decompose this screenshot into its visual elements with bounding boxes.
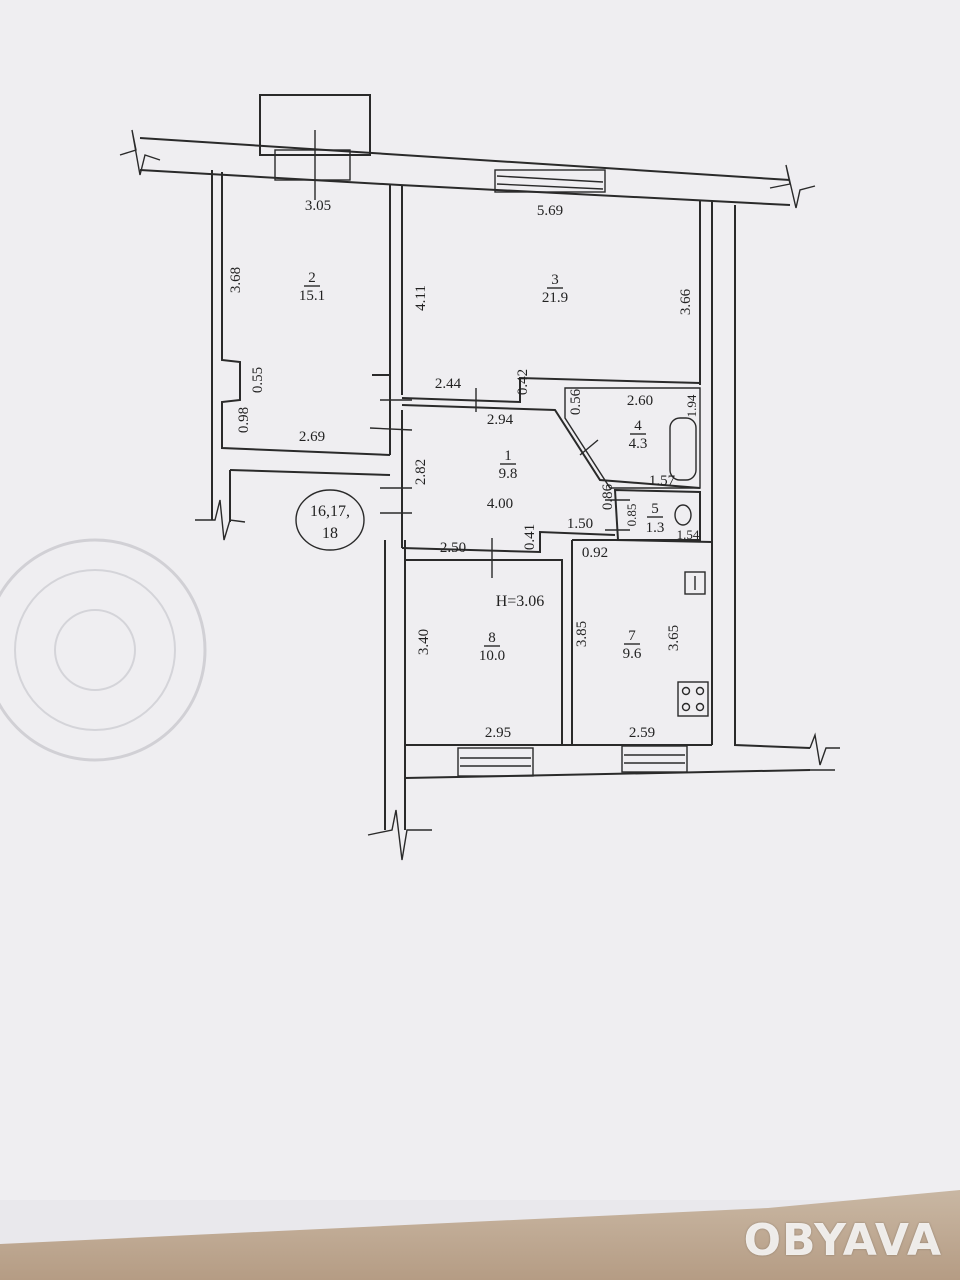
dim-5-69: 5.69 bbox=[537, 203, 563, 219]
entrance-marker: 16,17, 18 bbox=[295, 489, 365, 551]
room-1-label: 19.8 bbox=[499, 448, 518, 482]
entrance-label-line2: 18 bbox=[322, 525, 338, 542]
room-8-area: 10.0 bbox=[479, 648, 505, 664]
interior-walls bbox=[314, 130, 713, 745]
dim-3-68: 3.68 bbox=[228, 267, 244, 293]
room-7-area: 9.6 bbox=[623, 646, 642, 662]
dim-2-94: 2.94 bbox=[487, 412, 514, 428]
room-2-label: 215.1 bbox=[299, 270, 325, 304]
room-5-area: 1.3 bbox=[646, 520, 665, 536]
dim-1-57: 1.57 bbox=[649, 473, 676, 489]
dim-2-82: 2.82 bbox=[413, 459, 429, 485]
dim-0-85: 0.85 bbox=[624, 504, 639, 527]
dim-3-85: 3.85 bbox=[574, 621, 590, 647]
watermark-logo: OBYAVA bbox=[743, 1215, 942, 1266]
dim-0-98: 0.98 bbox=[236, 407, 252, 433]
room-4-number: 4 bbox=[634, 418, 642, 434]
room-2-area: 15.1 bbox=[299, 288, 325, 304]
dim-2-59: 2.59 bbox=[629, 725, 655, 741]
dim-0-41: 0.41 bbox=[522, 524, 538, 550]
dim-2-50: 2.50 bbox=[440, 540, 466, 556]
room-8-number: 8 bbox=[488, 630, 496, 646]
dim-1-94: 1.94 bbox=[684, 394, 699, 417]
dim-0-92: 0.92 bbox=[582, 545, 608, 561]
room-3-area: 21.9 bbox=[542, 290, 568, 306]
ceiling-height-label: H=3.06 bbox=[496, 593, 545, 610]
entrance-label-line1: 16,17, bbox=[310, 503, 350, 520]
dimension-labels: 3.05 5.69 3.68 4.11 3.66 0.55 0.98 2.69 … bbox=[228, 198, 700, 741]
room-2-number: 2 bbox=[308, 270, 316, 286]
dim-3-66: 3.66 bbox=[678, 288, 694, 315]
dim-2-60: 2.60 bbox=[627, 393, 653, 409]
room-8-label: 810.0 bbox=[479, 630, 505, 664]
room-1-area: 9.8 bbox=[499, 466, 518, 482]
room-5-number: 5 bbox=[651, 501, 659, 517]
dim-3-40: 3.40 bbox=[416, 629, 432, 655]
paper bbox=[0, 0, 960, 1200]
dim-2-95: 2.95 bbox=[485, 725, 511, 741]
room-4-area: 4.3 bbox=[629, 436, 648, 452]
dim-4-00: 4.00 bbox=[487, 496, 513, 512]
dim-3-05: 3.05 bbox=[305, 198, 331, 214]
dim-0-56: 0.56 bbox=[568, 388, 584, 415]
room-7-label: 79.6 bbox=[623, 628, 642, 662]
stamp-seal bbox=[0, 538, 207, 762]
dim-1-54: 1.54 bbox=[677, 527, 700, 542]
dim-0-42: 0.42 bbox=[515, 369, 531, 395]
dim-3-65: 3.65 bbox=[666, 625, 682, 651]
room-7-number: 7 bbox=[628, 628, 636, 644]
dim-2-69: 2.69 bbox=[299, 429, 325, 445]
dim-1-50: 1.50 bbox=[567, 516, 593, 532]
dim-0-55: 0.55 bbox=[250, 367, 266, 393]
outer-walls bbox=[119, 129, 840, 861]
room-4-label: 44.3 bbox=[629, 418, 648, 452]
room-3-number: 3 bbox=[551, 272, 559, 288]
room-1-number: 1 bbox=[504, 448, 512, 464]
room-5-label: 51.3 bbox=[646, 501, 665, 536]
room-labels: 215.1 321.9 19.8 44.3 51.3 810.0 79.6 H=… bbox=[299, 270, 665, 664]
dim-2-44: 2.44 bbox=[435, 376, 462, 392]
dim-4-11: 4.11 bbox=[413, 285, 429, 311]
dim-0-86: 0.86 bbox=[600, 483, 616, 510]
room-3-label: 321.9 bbox=[542, 272, 568, 306]
